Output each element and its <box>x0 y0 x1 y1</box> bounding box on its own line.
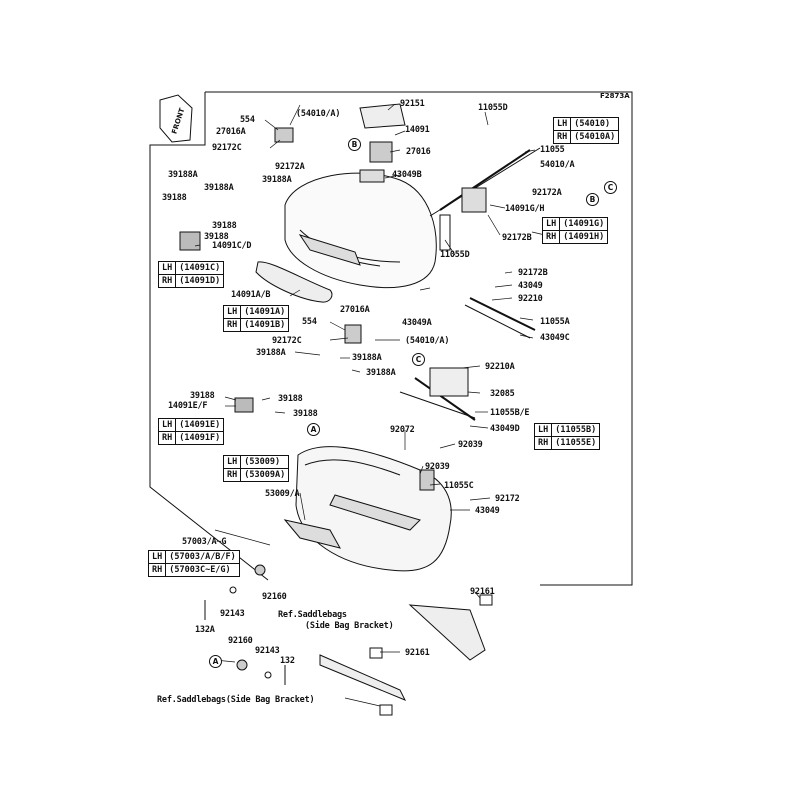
part-label: 39188A <box>262 175 292 185</box>
part-label: 92160 <box>262 592 287 602</box>
callout-circle: A <box>307 423 320 436</box>
lh-rh-box: LH(57003/A/B/F) RH(57003C~E/G) <box>148 550 240 577</box>
part-label: 132 <box>280 656 295 666</box>
part-label: 92039 <box>458 440 483 450</box>
part-label: 11055D <box>440 250 470 260</box>
part-label: 39188 <box>162 193 187 203</box>
part-label: 43049A <box>402 318 432 328</box>
part-label: 92151 <box>400 99 425 109</box>
part-label: 39188A <box>204 183 234 193</box>
part-label: 11055C <box>444 481 474 491</box>
part-label: 92039 <box>425 462 450 472</box>
part-label: 39188 <box>212 221 237 231</box>
part-label: 92160 <box>228 636 253 646</box>
lh-rh-box: LH(53009) RH(53009A) <box>223 455 290 482</box>
part-label: 39188A <box>256 348 286 358</box>
part-label: 39188 <box>278 394 303 404</box>
lh-rh-box: LH(11055B) RH(11055E) <box>534 423 601 450</box>
callout-circle: A <box>209 655 222 668</box>
part-label: 92172A <box>275 162 305 172</box>
part-label: (54010/A) <box>405 336 450 346</box>
part-label: 11055D <box>478 103 508 113</box>
part-label: (54010/A) <box>296 109 341 119</box>
part-label: Ref.Saddlebags(Side Bag Bracket) <box>157 695 315 705</box>
molding-shape <box>255 261 333 303</box>
lh-rh-box: LH(14091E) RH(14091F) <box>158 418 225 445</box>
part-label: 554 <box>240 115 255 125</box>
part-label: 43049B <box>392 170 422 180</box>
callout-circle: B <box>586 193 599 206</box>
top-cover-shape <box>284 172 437 289</box>
part-label: 92210A <box>485 362 515 372</box>
part-label: 92161 <box>405 648 430 658</box>
part-label: 57003/A~G <box>182 537 227 547</box>
part-label: 92172A <box>532 188 562 198</box>
part-label: 43049 <box>518 281 543 291</box>
frame-outline <box>149 91 633 586</box>
part-label: 14091E/F <box>168 401 208 411</box>
part-label: 39188A <box>352 353 382 363</box>
lh-rh-box: LH(14091A) RH(14091B) <box>223 305 290 332</box>
figure-code: F2873A <box>600 92 630 100</box>
part-label: 14091A/B <box>231 290 271 300</box>
part-label: 54010/A <box>540 160 575 170</box>
part-label: 39188 <box>204 232 229 242</box>
part-label: 14091C/D <box>212 241 252 251</box>
part-label: 43049C <box>540 333 570 343</box>
callout-circle: C <box>604 181 617 194</box>
part-label: 92172C <box>272 336 302 346</box>
part-label: 92210 <box>518 294 543 304</box>
part-label: 27016 <box>406 147 431 157</box>
callout-circle: C <box>412 353 425 366</box>
part-label: 39188 <box>293 409 318 419</box>
part-label: 132A <box>195 625 215 635</box>
part-label: 92143 <box>255 646 280 656</box>
callout-circle: B <box>348 138 361 151</box>
part-label: 92161 <box>470 587 495 597</box>
part-label: 43049 <box>475 506 500 516</box>
part-label: 92143 <box>220 609 245 619</box>
lh-rh-box: LH(14091C) RH(14091D) <box>158 261 225 288</box>
lh-rh-box: LH(14091G) RH(14091H) <box>542 217 609 244</box>
part-label: 92172 <box>495 494 520 504</box>
part-label: (Side Bag Bracket) <box>305 621 394 631</box>
part-label: 27016A <box>340 305 370 315</box>
part-label: 92172B <box>502 233 532 243</box>
part-label: 32085 <box>490 389 515 399</box>
part-label: 39188A <box>168 170 198 180</box>
part-label: Ref.Saddlebags <box>278 610 347 620</box>
part-label: 53009/A <box>265 489 300 499</box>
part-label: 554 <box>302 317 317 327</box>
part-label: 39188 <box>190 391 215 401</box>
part-label: 43049D <box>490 424 520 434</box>
part-label: 11055B/E <box>490 408 530 418</box>
part-label: 39188A <box>366 368 396 378</box>
front-arrow-icon <box>159 94 193 143</box>
part-label: 14091G/H <box>505 204 545 214</box>
part-label: 11055A <box>540 317 570 327</box>
part-label: 92172B <box>518 268 548 278</box>
part-label: 11055 <box>540 145 565 155</box>
part-label: 14091 <box>405 125 430 135</box>
part-label: 92072 <box>390 425 415 435</box>
part-label: 27016A <box>216 127 246 137</box>
lh-rh-box: LH(54010) RH(54010A) <box>553 117 620 144</box>
part-label: 92172C <box>212 143 242 153</box>
